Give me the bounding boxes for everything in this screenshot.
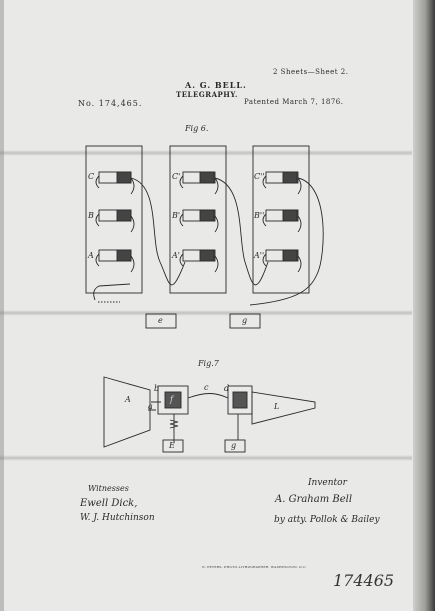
fig6-box-e-label: e: [158, 316, 163, 325]
fig7-cone-right: [251, 391, 316, 425]
fig7-coil-left: [169, 414, 179, 442]
fig6-label-C1: C': [172, 172, 181, 181]
patent-title: TELEGRAPHY.: [176, 90, 238, 99]
fig6-box-e: [145, 313, 177, 329]
printer-imprint: N. PETERS, PHOTO-LITHOGRAPHER, WASHINGTO…: [202, 565, 307, 569]
sheets-indicator: 2 Sheets—Sheet 2.: [273, 68, 349, 76]
fig7-label-d: d: [224, 384, 230, 393]
fig7-label-a: a: [148, 402, 153, 411]
inventor-signature: A. Graham Bell: [275, 494, 353, 505]
fig7-label-c: c: [204, 383, 209, 392]
inventor-label: Inventor: [308, 478, 347, 488]
fig6-wire-3: [249, 177, 324, 306]
patent-date: Patented March 7, 1876.: [244, 98, 344, 106]
sheet-left-edge: [0, 0, 4, 611]
fig6-wire-1: [130, 177, 186, 286]
fig6-label-A: A: [88, 251, 94, 260]
fig6-box-g: [229, 313, 261, 329]
fig7-label-f: f: [170, 395, 173, 404]
fig6-label-C: C: [88, 172, 95, 181]
fig7-label-b: b: [154, 384, 160, 393]
fig7-box-g-label: g: [231, 441, 237, 450]
fold-line-upper: [0, 150, 412, 156]
witnesses-label: Witnesses: [88, 484, 129, 493]
fold-line-lower: [0, 455, 412, 461]
witness-2-signature: W. J. Hutchinson: [80, 513, 155, 523]
fig7-box-g: [224, 439, 246, 453]
fig6-label-A2: A'': [254, 251, 265, 260]
fig7-right-core: [232, 391, 248, 409]
sheet-right-edge: [413, 0, 435, 611]
fig7-label-A: A: [125, 395, 131, 404]
fig6-column-2-magnets: [179, 171, 219, 273]
fig6-label-B: B: [88, 211, 94, 220]
fig6-box-g-label: g: [242, 316, 248, 325]
fig7-label: Fig.7: [198, 359, 219, 368]
fig7-left-arm: [148, 401, 161, 411]
fig6-wire-2: [214, 177, 269, 286]
fig6-label-A1: A': [172, 251, 180, 260]
fig7-box-E-label: E: [169, 441, 175, 450]
fig6-column-1-frame: [85, 145, 143, 294]
fig6-column-3-frame: [252, 145, 310, 294]
fig6-label: Fig 6.: [185, 124, 209, 133]
fold-line-middle: [0, 310, 412, 316]
fig7-trumpet-left: [103, 376, 151, 448]
fig6-ground-wire: [93, 283, 131, 301]
fig7-label-L: L: [274, 402, 280, 411]
witness-1-signature: Ewell Dick,: [80, 498, 138, 509]
patent-number: No. 174,465.: [78, 99, 143, 108]
fig7-left-magnet: [157, 385, 189, 415]
attorney-signature: by atty. Pollok & Bailey: [274, 515, 380, 525]
fig7-wire-top: [187, 393, 229, 399]
fig6-column-3-magnets: [262, 171, 302, 273]
fig7-box-E: [162, 439, 184, 453]
fig6-column-1-magnets: [95, 171, 135, 273]
fig6-column-2-frame: [169, 145, 227, 294]
fig6-label-B1: B': [172, 211, 181, 220]
inventor-name-header: A. G. BELL.: [185, 80, 247, 90]
handwritten-patent-number: 174465: [333, 571, 395, 590]
fig6-label-B2: B'': [254, 211, 265, 220]
fig7-left-core: [164, 391, 182, 409]
fig6-label-C2: C'': [254, 172, 265, 181]
